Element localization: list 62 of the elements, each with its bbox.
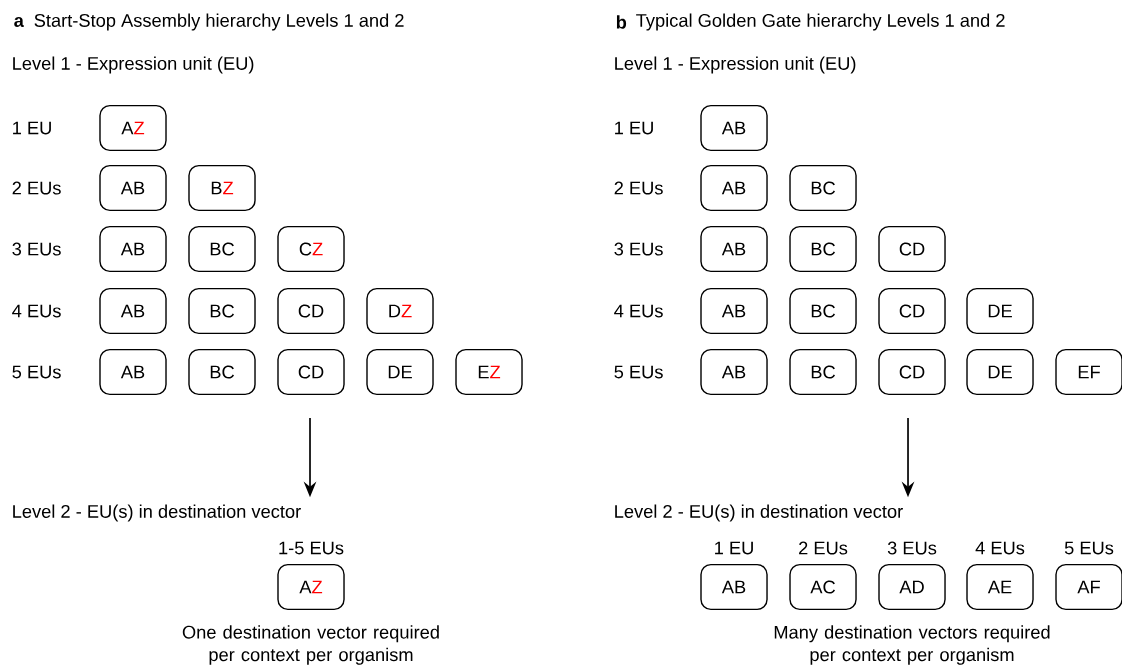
sequence-box: BC	[789, 164, 857, 212]
sequence-box: AF	[1055, 563, 1122, 611]
level-heading: Level 2 - EU(s) in destination vector	[615, 504, 903, 522]
sequence-box: BC	[188, 348, 256, 396]
row-label: 4 EUs	[12, 304, 61, 318]
sequence-box: AB	[700, 563, 768, 611]
level-heading: Level 1 - Expression unit (EU)	[13, 56, 254, 74]
sequence-box: DZ	[366, 287, 434, 335]
sequence-box: BC	[789, 348, 857, 396]
sequence-box: AB	[700, 348, 768, 396]
row-label: 2 EUs	[614, 181, 663, 195]
sequence-box: AC	[789, 563, 857, 611]
box-caption: 1-5 EUs	[279, 541, 344, 555]
sequence-box: EZ	[455, 348, 523, 396]
box-caption: 2 EUs	[799, 541, 848, 555]
sequence-box: CD	[878, 225, 946, 273]
sequence-box: CZ	[277, 225, 345, 273]
level-heading: Level 1 - Expression unit (EU)	[615, 56, 856, 74]
sequence-box: BC	[789, 287, 857, 335]
row-label: 3 EUs	[12, 242, 61, 256]
row-label: 3 EUs	[614, 242, 663, 256]
caption: Many destination vectors required per context per organism	[774, 625, 1050, 665]
row-label: 1 EU	[13, 121, 51, 135]
sequence-box: BC	[789, 225, 857, 273]
row-label: 1 EU	[615, 121, 653, 135]
sequence-box: AB	[99, 287, 167, 335]
sequence-box: DE	[966, 348, 1034, 396]
box-caption: 4 EUs	[975, 541, 1025, 555]
sequence-box: AE	[966, 563, 1034, 611]
sequence-box: AZ	[277, 563, 345, 611]
box-caption: 5 EUs	[1064, 541, 1114, 555]
panel-title: Start-Stop Assembly hierarchy Levels 1 and 2	[34, 13, 404, 31]
box-caption: 3 EUs	[887, 541, 937, 555]
sequence-box: AZ	[99, 104, 167, 152]
row-label: 4 EUs	[614, 304, 663, 318]
panel-title: Typical Golden Gate hierarchy Levels 1 and 2	[636, 13, 1005, 31]
sequence-box: BC	[188, 225, 256, 273]
sequence-box: AB	[99, 164, 167, 212]
sequence-box: BZ	[188, 164, 256, 212]
sequence-box: DE	[966, 287, 1034, 335]
row-label: 5 EUs	[614, 365, 663, 379]
sequence-box: CD	[277, 287, 345, 335]
sequence-box: CD	[277, 348, 345, 396]
sequence-box: BC	[188, 287, 256, 335]
panel-letter: a	[14, 17, 24, 27]
sequence-box: AB	[700, 225, 768, 273]
sequence-box: AB	[99, 348, 167, 396]
box-caption: 1 EU	[715, 541, 753, 555]
caption: One destination vector required per context per organism	[182, 625, 439, 665]
sequence-box: AB	[700, 104, 768, 152]
sequence-box: CD	[878, 348, 946, 396]
sequence-box: AB	[99, 225, 167, 273]
panel-letter: b	[616, 15, 627, 29]
sequence-box: CD	[878, 287, 946, 335]
sequence-box: EF	[1055, 348, 1122, 396]
row-label: 2 EUs	[12, 181, 61, 195]
sequence-box: AB	[700, 287, 768, 335]
sequence-box: AD	[878, 563, 946, 611]
sequence-box: DE	[366, 348, 434, 396]
level-heading: Level 2 - EU(s) in destination vector	[13, 504, 301, 522]
sequence-box: AB	[700, 164, 768, 212]
row-label: 5 EUs	[12, 365, 61, 379]
